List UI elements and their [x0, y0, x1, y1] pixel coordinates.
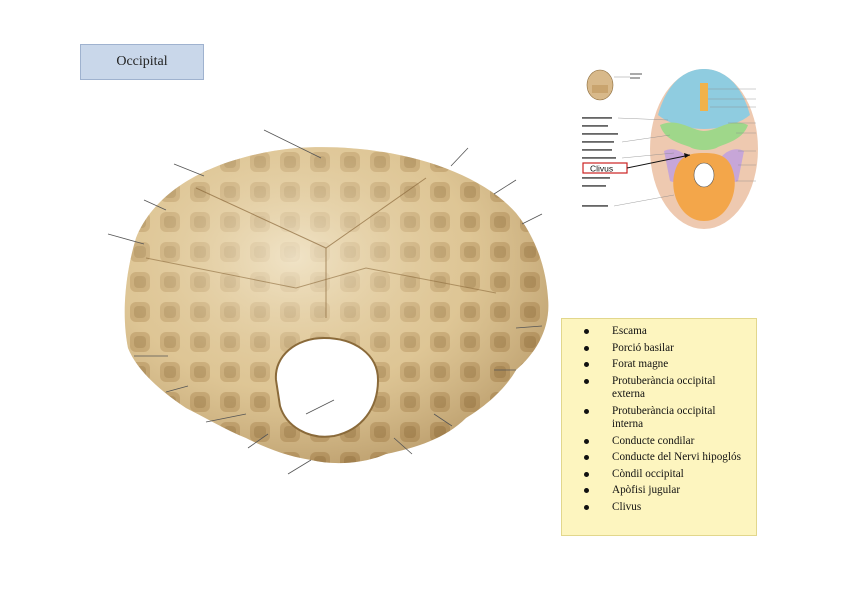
skull-icon	[587, 70, 613, 100]
list-item: Apòfisi jugular	[570, 484, 748, 498]
slide-title: Occipital	[80, 44, 204, 80]
list-item: Clivus	[570, 501, 748, 515]
list-item: Protuberància occipital externa	[570, 375, 748, 402]
list-item: Conducte condilar	[570, 435, 748, 449]
list-item: Forat magne	[570, 358, 748, 372]
list-item: Conducte del Nervi hipoglós	[570, 451, 748, 465]
list-item: Protuberància occipital interna	[570, 405, 748, 432]
skull-base-inset: Clivus	[578, 55, 758, 235]
list-item: Porció basilar	[570, 342, 748, 356]
occipital-bone-illustration	[96, 118, 566, 498]
list-item: Escama	[570, 325, 748, 339]
list-item: Còndil occipital	[570, 468, 748, 482]
clivus-label: Clivus	[590, 164, 613, 174]
structures-legend: Escama Porció basilar Forat magne Protub…	[561, 318, 757, 536]
